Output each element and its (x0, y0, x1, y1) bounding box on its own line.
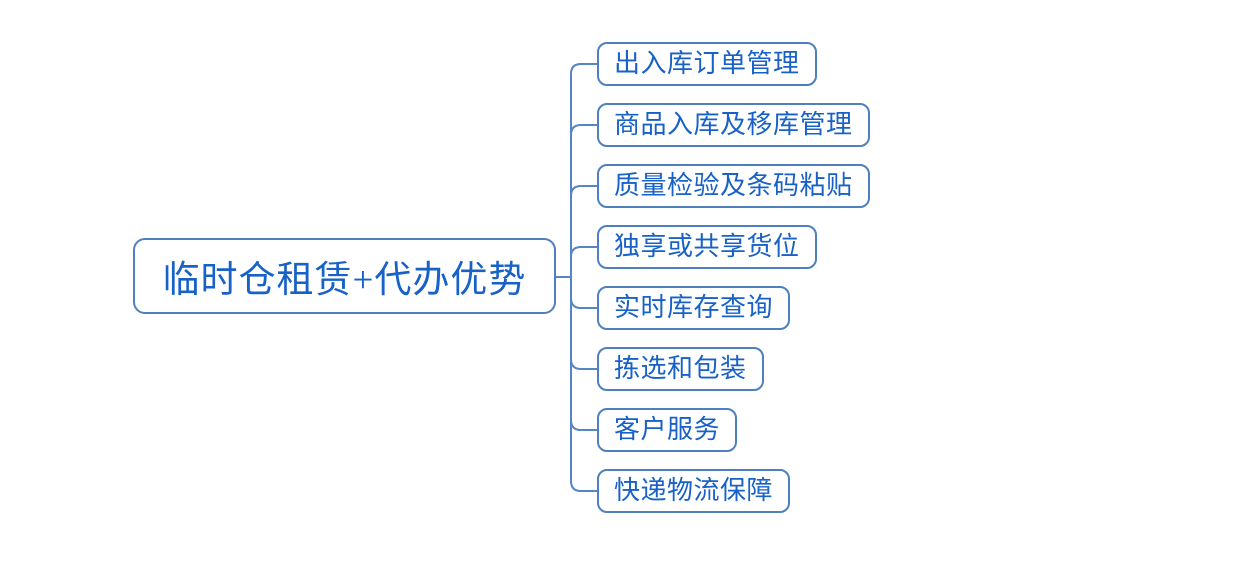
connector-branch-6 (570, 358, 598, 370)
child-node-label: 商品入库及移库管理 (614, 110, 853, 139)
child-node-realtime-inventory[interactable]: 实时库存查询 (597, 286, 791, 330)
child-node-picking-packing[interactable]: 拣选和包装 (597, 347, 764, 391)
child-node-order-management[interactable]: 出入库订单管理 (597, 42, 817, 86)
child-node-inbound-relocation[interactable]: 商品入库及移库管理 (597, 103, 870, 147)
child-node-quality-barcode[interactable]: 质量检验及条码粘贴 (597, 164, 870, 208)
child-node-label: 出入库订单管理 (614, 49, 800, 78)
child-node-label: 客户服务 (614, 415, 721, 444)
connector-branch-8 (570, 480, 598, 492)
child-node-label: 快递物流保障 (614, 476, 774, 505)
connector-branch-2 (570, 124, 598, 136)
child-node-express-logistics[interactable]: 快递物流保障 (597, 469, 791, 513)
root-node[interactable]: 临时仓租赁+代办优势 (133, 238, 556, 314)
child-node-customer-service[interactable]: 客户服务 (597, 408, 738, 452)
connector-branch-4 (570, 246, 598, 258)
child-node-label: 独享或共享货位 (614, 232, 800, 261)
root-node-label: 临时仓租赁+代办优势 (162, 260, 527, 301)
connector-branch-1 (570, 63, 598, 75)
child-node-shared-slots[interactable]: 独享或共享货位 (597, 225, 817, 269)
connector-branch-3 (570, 185, 598, 197)
child-node-label: 实时库存查询 (614, 293, 774, 322)
connector-branch-7 (570, 419, 598, 431)
connector-branch-5 (570, 297, 598, 309)
child-node-label: 拣选和包装 (614, 354, 747, 383)
child-node-label: 质量检验及条码粘贴 (614, 171, 853, 200)
